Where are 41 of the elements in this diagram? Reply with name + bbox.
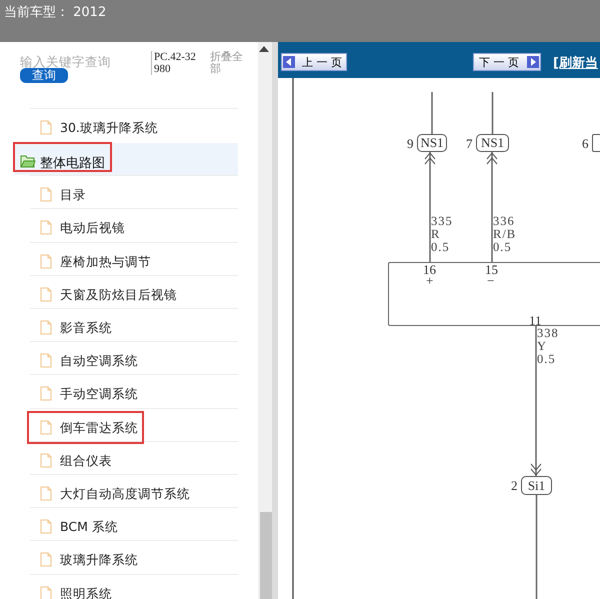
tree-item: BCM 系统 xyxy=(60,519,118,536)
connector-label: NS1 xyxy=(417,134,447,152)
connector-outline xyxy=(388,262,600,326)
collapse-all-link: 折叠全部 xyxy=(210,51,244,75)
tree-item: 电动后视镜 xyxy=(60,220,125,238)
pin-number: 7 xyxy=(466,137,472,150)
tree-item: 组合仪表 xyxy=(60,452,112,470)
wire-label: 335 R 0.5 xyxy=(431,215,454,254)
window-title: 当前车型： 2012 xyxy=(4,4,106,21)
tree-item: 影音系统 xyxy=(60,320,112,337)
connector-label: NS1 xyxy=(476,134,509,152)
model-code: PC.42-32980 xyxy=(151,51,198,75)
pin-number: 15 xyxy=(485,263,498,276)
pin-number: − xyxy=(487,274,494,287)
tree-item: 倒车雷达系统 xyxy=(60,420,138,437)
wire xyxy=(530,326,542,476)
pin-number: 9 xyxy=(407,137,414,150)
wire-label: 338 Y 0.5 xyxy=(537,327,560,366)
tree-item: 天窗及防炫目后视镜 xyxy=(60,286,177,304)
pin-number: 2 xyxy=(511,479,518,492)
tree-item: 30.玻璃升降系统 xyxy=(60,120,158,137)
wire xyxy=(492,92,494,134)
tree-item: 整体电路图 xyxy=(40,155,105,172)
search-button: 查询 xyxy=(20,68,68,83)
connector-label: Si1 xyxy=(521,476,552,495)
pin-number: 6 xyxy=(582,137,588,150)
wire xyxy=(424,152,436,262)
tree-item: 座椅加热与调节 xyxy=(60,254,151,271)
pin-number: + xyxy=(426,274,434,287)
pin-number: 16 xyxy=(423,263,436,276)
tree-item: 目录 xyxy=(60,187,86,204)
wire xyxy=(486,152,498,262)
wire xyxy=(536,495,538,599)
tree-item: 手动空调系统 xyxy=(60,386,138,404)
pin-number: 11 xyxy=(529,314,542,327)
wire-label: 336 R/B 0.5 xyxy=(493,215,518,254)
tree-item: 大灯自动高度调节系统 xyxy=(60,486,190,503)
wire xyxy=(431,92,433,134)
refresh-link: [刷新当 xyxy=(553,54,598,72)
tree-item: 自动空调系统 xyxy=(60,353,138,370)
tree-item: 玻璃升降系统 xyxy=(60,552,138,570)
